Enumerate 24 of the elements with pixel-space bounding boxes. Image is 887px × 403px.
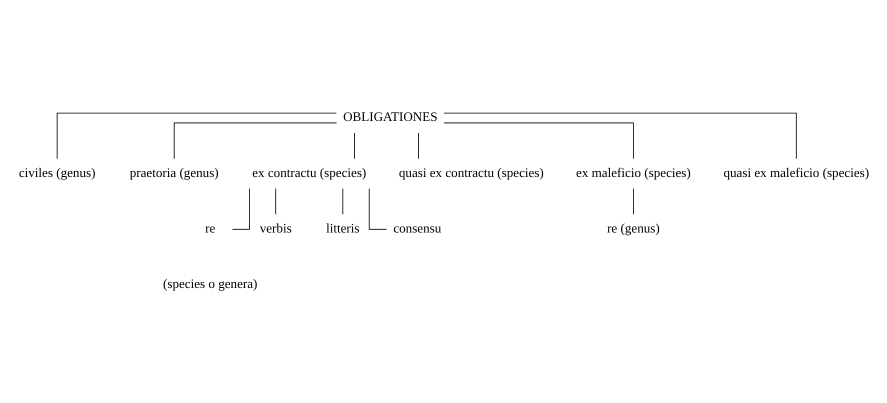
node-text: verbis bbox=[260, 220, 292, 236]
label: (species o genera) bbox=[163, 276, 258, 292]
node-text: ex contractu (species) bbox=[252, 164, 366, 180]
connector bbox=[232, 188, 250, 230]
connector bbox=[444, 122, 634, 160]
connector bbox=[444, 112, 797, 160]
node-text: praetoria (genus) bbox=[130, 164, 219, 180]
connector bbox=[368, 188, 387, 230]
connector bbox=[275, 188, 276, 215]
node-text: quasi ex maleficio (species) bbox=[723, 164, 870, 180]
node-text: consensu bbox=[393, 220, 442, 236]
connector bbox=[418, 132, 419, 160]
connector bbox=[342, 188, 344, 215]
node-text: litteris bbox=[326, 220, 360, 236]
node-text: OBLIGATIONES bbox=[343, 109, 438, 124]
node-text: re (genus) bbox=[607, 220, 660, 236]
node-text: civiles (genus) bbox=[18, 164, 96, 180]
node-text: re bbox=[205, 220, 216, 236]
node-text: quasi ex contractu (species) bbox=[398, 164, 544, 180]
node-text: ex maleficio (species) bbox=[576, 164, 691, 180]
connector bbox=[633, 188, 634, 215]
connector bbox=[174, 122, 338, 160]
connector bbox=[354, 132, 355, 160]
connector bbox=[56, 112, 337, 160]
